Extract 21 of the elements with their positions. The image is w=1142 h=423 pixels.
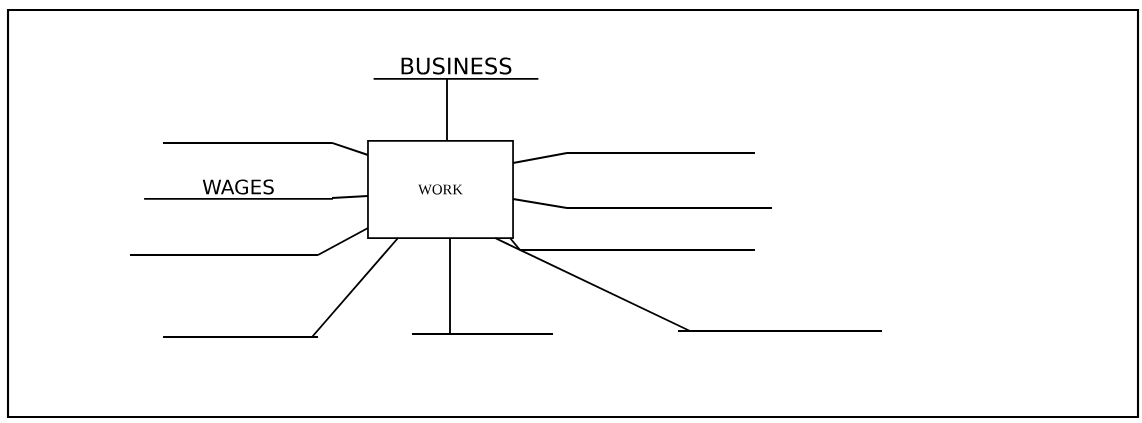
connector-line (509, 237, 521, 251)
fill-in-line (520, 249, 755, 251)
connector-line (494, 237, 691, 332)
underlined-word: BUSINESS (372, 57, 540, 80)
connector-line (512, 152, 568, 164)
underlined-word: WAGES (143, 179, 334, 200)
fill-in-line (163, 336, 318, 338)
connector-line (446, 77, 448, 142)
fill-in-line (163, 142, 333, 144)
fill-in-line (411, 333, 554, 335)
fill-in-line (567, 152, 755, 154)
fill-in-line (566, 207, 773, 209)
connector-line (512, 198, 568, 209)
process-box: WORK (367, 140, 514, 239)
connector-line (317, 227, 369, 256)
connector-line (449, 237, 451, 335)
fill-in-line (678, 330, 882, 332)
connector-line (331, 142, 369, 156)
connector-line (311, 237, 399, 338)
fill-in-line (130, 254, 318, 256)
connector-line (331, 195, 369, 199)
